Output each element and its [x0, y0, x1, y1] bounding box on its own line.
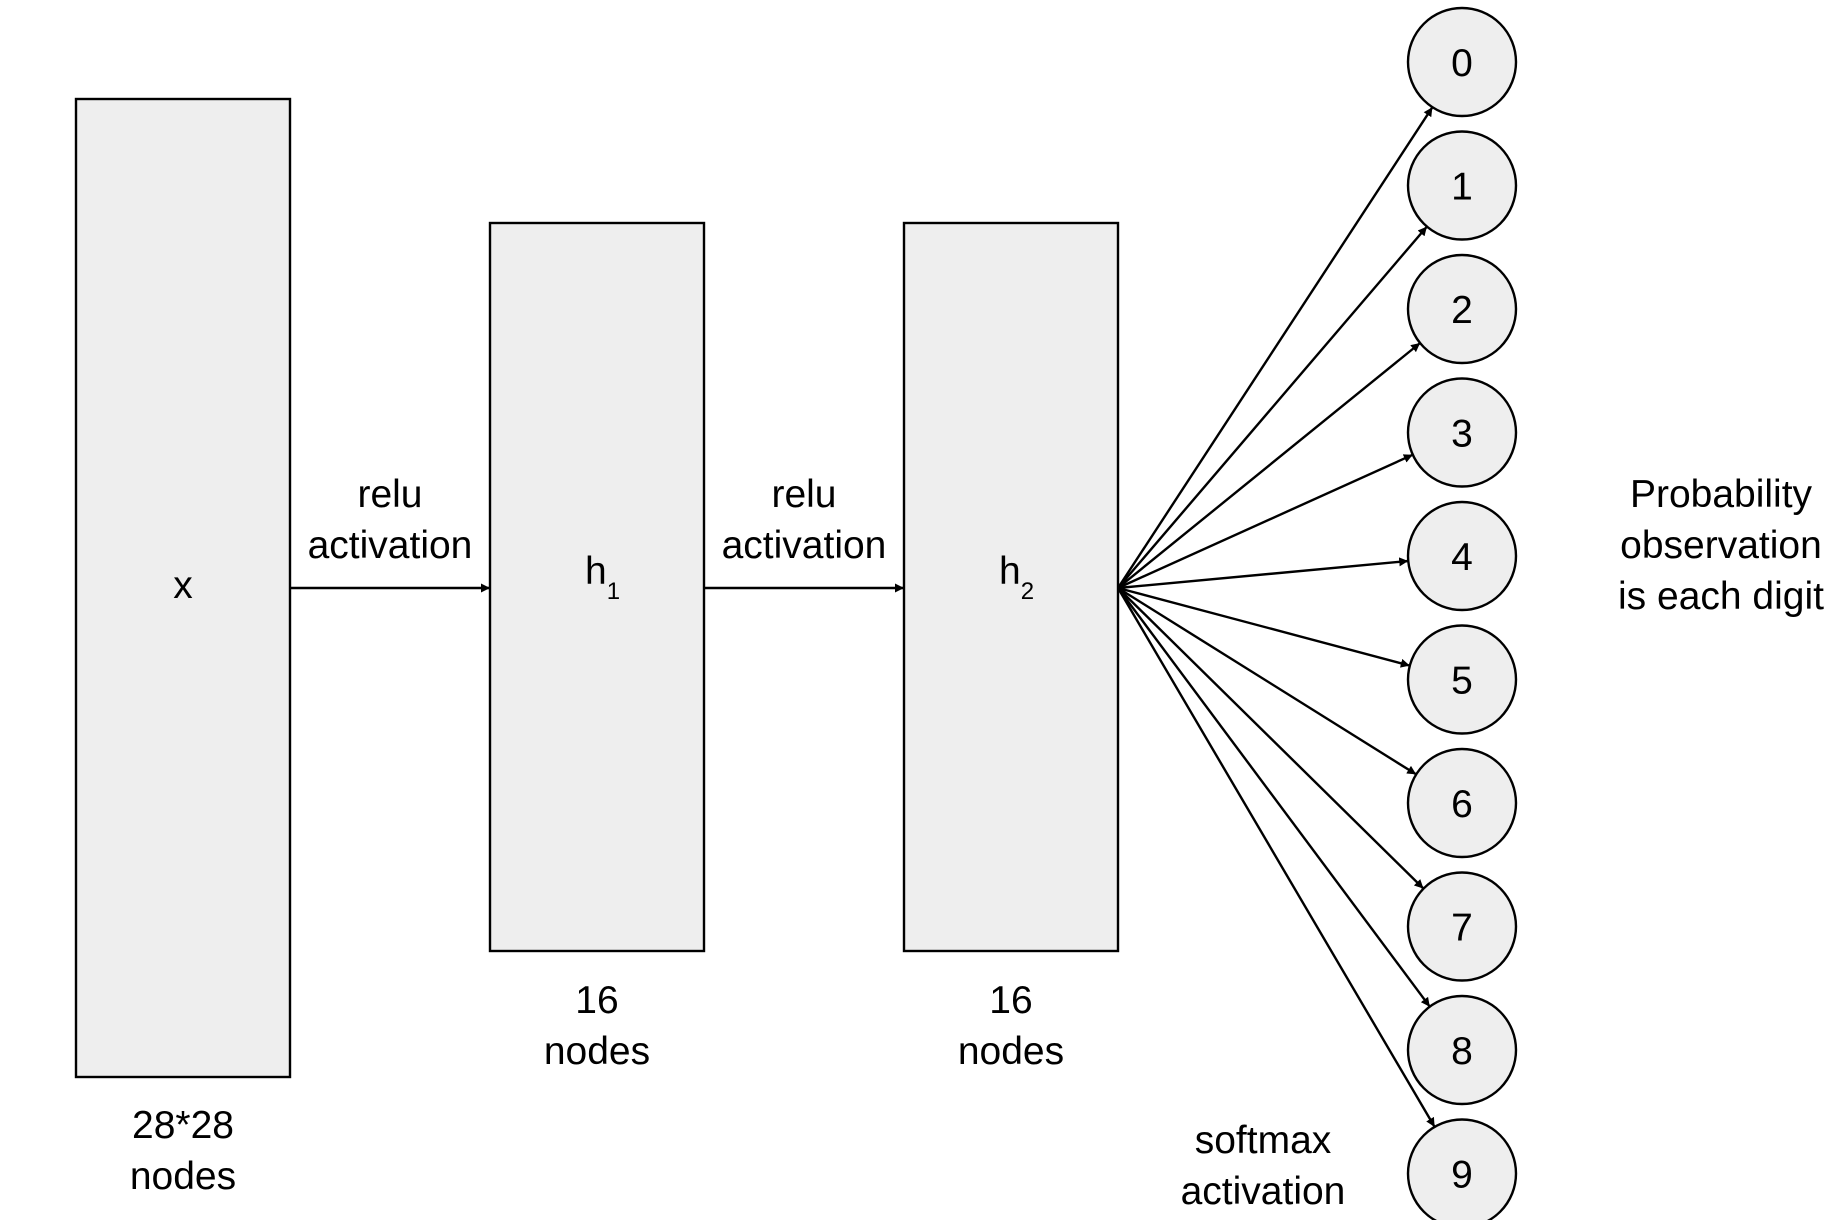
hidden-layer-2-symbol: h — [999, 550, 1021, 593]
hidden-layer-1-size-line-1: 16 — [575, 979, 618, 1022]
output-caption-line-2: observation — [1620, 524, 1822, 567]
output-node-8 — [1406, 994, 1518, 1106]
arrow-to-output-6 — [1117, 586, 1417, 776]
input-layer: x 28*28 nodes — [74, 97, 292, 1198]
arrow-to-output-4 — [1117, 557, 1409, 590]
output-node-4 — [1406, 500, 1518, 612]
input-layer-size-line-1: 28*28 — [132, 1104, 234, 1147]
output-node-label-5: 5 — [1451, 660, 1473, 703]
softmax-line-2: activation — [1181, 1170, 1346, 1213]
output-edges — [1116, 106, 1436, 1128]
output-node-label-3: 3 — [1451, 413, 1473, 456]
arrow-to-output-2 — [1117, 342, 1421, 589]
hidden-layer-1-subscript: 1 — [607, 578, 620, 605]
arrow-to-output-0 — [1116, 106, 1434, 589]
output-node-label-7: 7 — [1451, 907, 1473, 950]
input-layer-size-line-2: nodes — [130, 1155, 236, 1198]
output-node-2 — [1406, 253, 1518, 365]
output-node-9 — [1406, 1118, 1518, 1220]
hidden-layer-1-size-line-2: nodes — [544, 1030, 650, 1073]
output-node-1 — [1406, 130, 1518, 241]
hidden-layer-2-size-line-1: 16 — [989, 979, 1032, 1022]
hidden-layer-2-subscript: 2 — [1021, 578, 1034, 605]
output-node-label-0: 0 — [1451, 42, 1473, 85]
input-layer-box — [74, 97, 292, 1079]
activation-label-1: relu activation — [308, 473, 473, 567]
activation-label-2: relu activation — [722, 473, 887, 567]
arrow-to-output-7 — [1117, 587, 1425, 890]
hidden-layer-1-box — [488, 221, 706, 953]
output-node-label-8: 8 — [1451, 1030, 1473, 1073]
activation-1-line-1: relu — [357, 473, 422, 516]
arrow-to-output-9 — [1116, 587, 1436, 1128]
arrow-to-output-1 — [1117, 225, 1428, 589]
output-nodes: 0 1 2 3 4 5 6 7 8 9 — [1406, 6, 1518, 1220]
output-node-3 — [1406, 377, 1518, 488]
arrow-to-output-3 — [1117, 453, 1414, 590]
output-node-6 — [1406, 747, 1518, 859]
hidden-layer-2: h2 16 nodes — [902, 221, 1120, 1073]
activation-1-line-2: activation — [308, 524, 473, 567]
activation-2-line-2: activation — [722, 524, 887, 567]
output-caption-line-3: is each digit — [1618, 575, 1824, 618]
arrow-to-output-8 — [1117, 587, 1431, 1008]
hidden-layer-2-label: h2 — [999, 550, 1034, 605]
output-node-0 — [1406, 6, 1518, 118]
output-node-label-1: 1 — [1451, 166, 1473, 209]
output-node-label-6: 6 — [1451, 783, 1473, 826]
output-node-5 — [1406, 624, 1518, 735]
activation-2-line-1: relu — [771, 473, 836, 516]
input-layer-symbol: x — [173, 564, 193, 607]
hidden-layer-1: h1 16 nodes — [488, 221, 706, 1073]
hidden-layer-1-label: h1 — [585, 550, 620, 605]
output-caption: Probability observation is each digit — [1618, 473, 1824, 618]
softmax-line-1: softmax — [1195, 1119, 1332, 1162]
output-node-label-4: 4 — [1451, 536, 1473, 579]
output-node-7 — [1406, 871, 1518, 982]
output-node-label-2: 2 — [1451, 289, 1473, 332]
output-caption-line-1: Probability — [1630, 473, 1813, 516]
hidden-layer-1-symbol: h — [585, 550, 607, 593]
arrow-to-output-5 — [1117, 586, 1411, 668]
output-node-label-9: 9 — [1451, 1154, 1473, 1197]
softmax-activation-label: softmax activation — [1181, 1119, 1346, 1213]
hidden-layer-2-size-line-2: nodes — [958, 1030, 1064, 1073]
